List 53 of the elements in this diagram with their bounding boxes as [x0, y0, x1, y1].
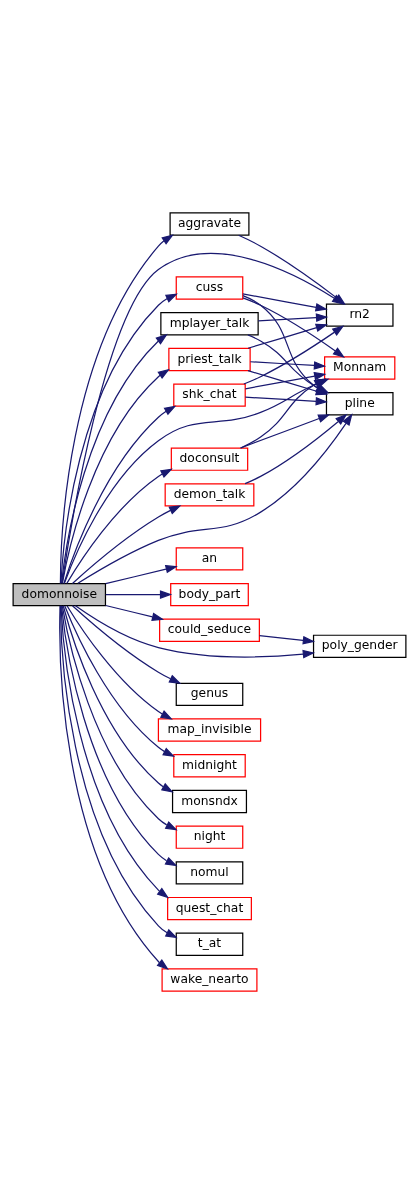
node-box: domonnoise: [12, 582, 107, 606]
arrow: [244, 396, 328, 406]
arrow: [60, 333, 168, 584]
arrow: [105, 604, 165, 621]
arrow: [66, 604, 173, 720]
arrow: [71, 604, 182, 684]
arrow: [71, 504, 182, 584]
arrow: [59, 604, 169, 970]
arrow: [60, 604, 170, 898]
node-box: quest_chat: [167, 896, 252, 920]
node-box: monsndx: [171, 789, 248, 813]
arrow: [59, 604, 178, 938]
node-box: could_seduce: [159, 618, 260, 642]
node-box: body_part: [170, 582, 249, 606]
arrow: [105, 589, 173, 599]
node-box: pline: [325, 391, 394, 415]
arrow: [257, 312, 329, 322]
node-box: priest_talk: [168, 347, 251, 371]
arrow: [61, 368, 170, 584]
arrow: [74, 604, 316, 658]
node-box: midnight: [173, 753, 246, 777]
node-box: aggravate: [169, 211, 250, 236]
arrow: [258, 634, 316, 645]
node-box: mplayer_talk: [160, 311, 259, 335]
node-box: Monnam: [324, 355, 396, 380]
arrow: [244, 371, 327, 389]
node-box: cuss: [175, 275, 244, 300]
arrow: [66, 468, 173, 584]
node-box: genus: [175, 682, 244, 706]
arrow: [242, 296, 346, 358]
node-box: rn2: [325, 302, 394, 327]
node-box: map_invisible: [157, 717, 262, 742]
node-box: night: [175, 824, 244, 849]
node-box: poly_gender: [312, 634, 407, 658]
node-box: t_at: [175, 932, 244, 956]
arrow: [64, 604, 176, 757]
arrow: [242, 292, 328, 311]
arrow: [62, 604, 174, 793]
node-box: shk_chat: [173, 382, 246, 407]
arrow: [240, 413, 331, 449]
node-box: doconsult: [170, 446, 249, 471]
arrow: [105, 564, 178, 584]
node-box: wake_nearto: [161, 967, 258, 992]
node-box: an: [175, 546, 244, 571]
arrow: [244, 413, 348, 484]
arrow: [247, 323, 328, 349]
arrow: [249, 360, 327, 370]
arrow: [77, 412, 353, 584]
arrow: [60, 293, 178, 584]
node-box: demon_talk: [164, 482, 255, 507]
arrow: [59, 233, 174, 584]
node-box: nomul: [175, 860, 244, 885]
arrow: [63, 404, 177, 584]
